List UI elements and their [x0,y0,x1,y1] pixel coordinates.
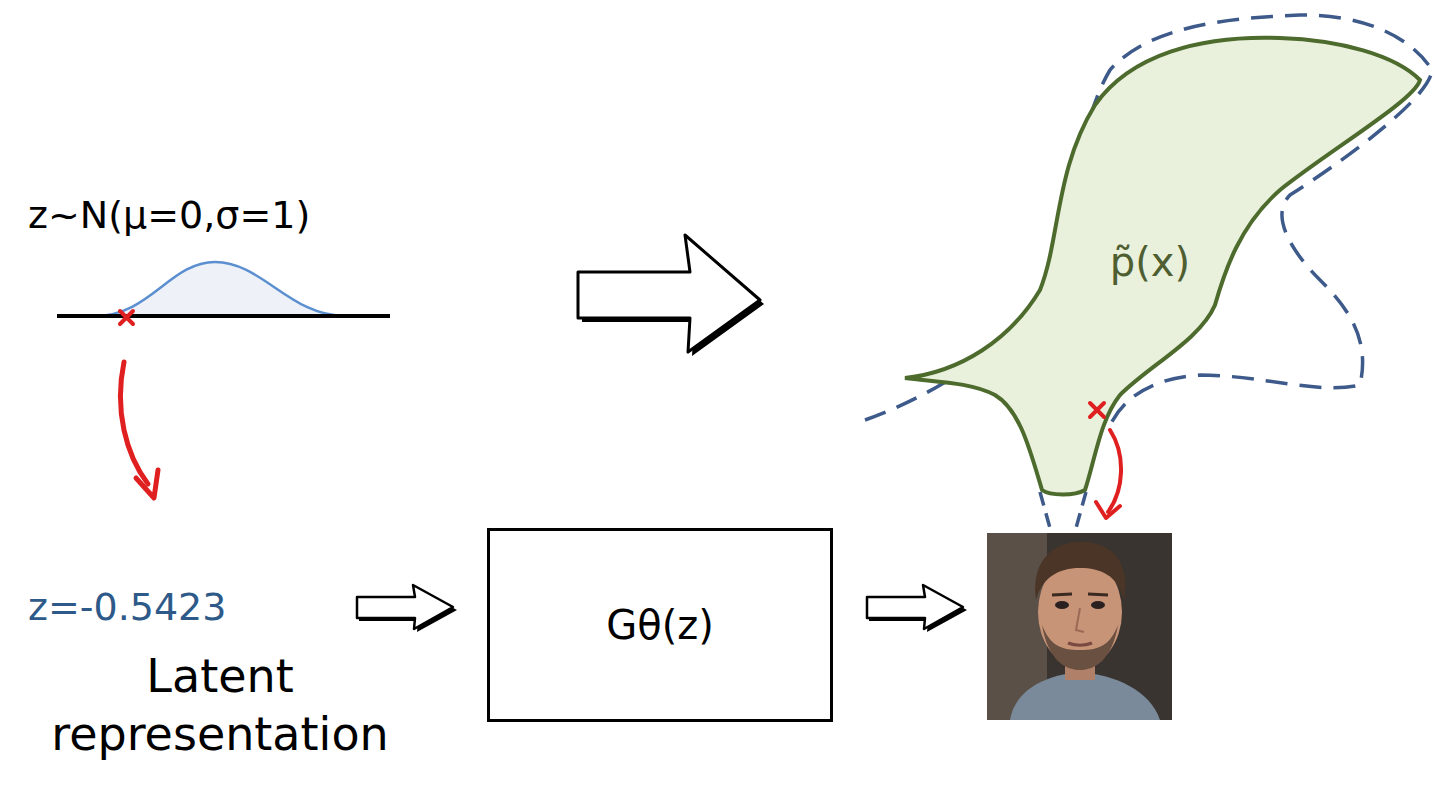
bell-curve [95,262,345,316]
dashed-outline [1076,492,1086,528]
big-hollow-arrow [578,235,760,352]
sample-mark [120,311,133,324]
blob-shape [905,38,1420,495]
red-arrowhead [1096,502,1120,518]
latent-value: z=-0.5423 [28,584,358,632]
bell-fill [95,262,345,316]
distribution-region: p̃(x) [860,8,1437,528]
small-hollow-arrow [867,585,963,629]
axis-line [57,314,390,318]
small-hollow-arrow [357,585,453,629]
generator-box: Gθ(z) [487,528,833,722]
generator-label: Gθ(z) [606,602,714,648]
sample-mark [1090,403,1104,417]
dashed-outline [1040,492,1050,528]
red-arrow [1108,430,1121,512]
distribution-label: z~N(μ=0,σ=1) [28,192,428,240]
red-arrowhead [136,470,158,498]
face-photo [987,533,1172,720]
latent-caption: Latent representation [20,648,420,763]
distribution-label: p̃(x) [1110,239,1190,285]
red-arrow [120,362,148,484]
